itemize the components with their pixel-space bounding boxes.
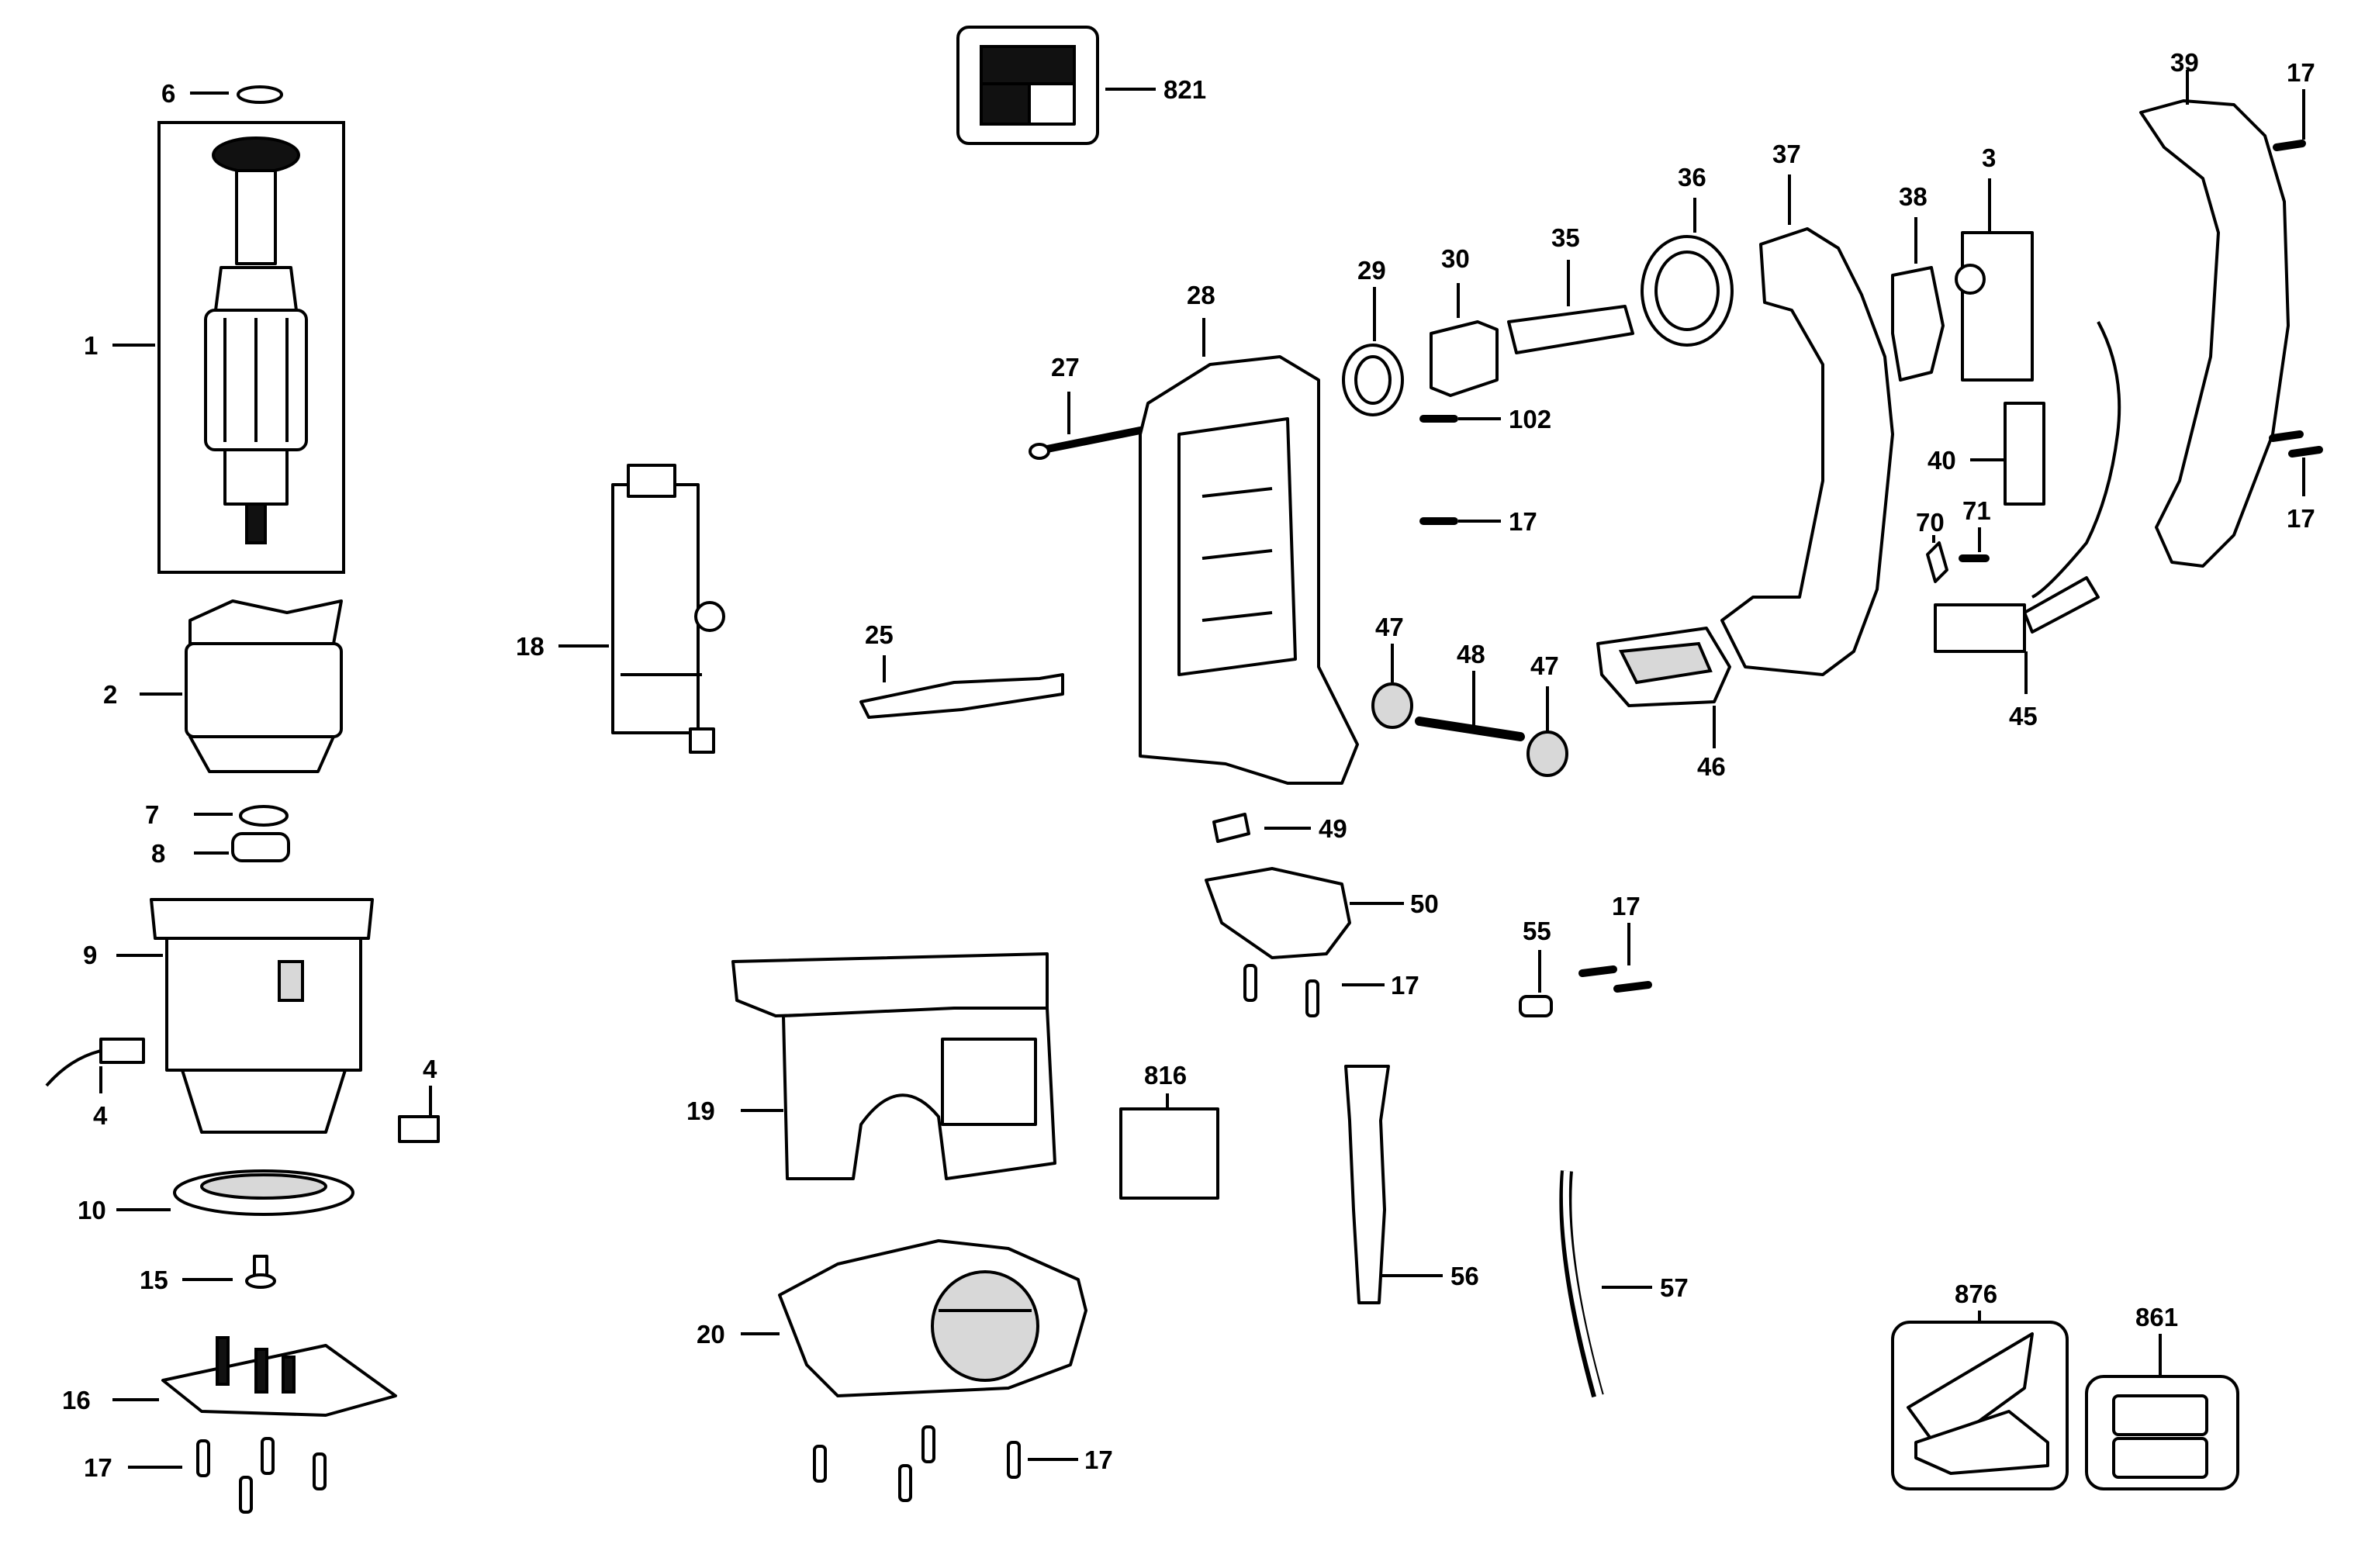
callout-29: 29 xyxy=(1357,256,1386,285)
part-10-fan-baffle xyxy=(116,1169,354,1216)
callout-17-top-right: 17 xyxy=(2287,58,2315,87)
callout-39: 39 xyxy=(2170,48,2199,77)
callout-19: 19 xyxy=(686,1097,715,1125)
callout-816: 816 xyxy=(1144,1061,1187,1090)
part-17-screws-right xyxy=(2269,89,2323,496)
part-4-brush-right xyxy=(398,1086,440,1143)
part-876-kit xyxy=(1891,1311,2069,1490)
callout-70: 70 xyxy=(1916,508,1945,537)
callout-17-mid: 17 xyxy=(1509,507,1537,536)
part-7-bearing xyxy=(194,805,289,827)
part-30-sleeve xyxy=(1430,283,1499,397)
part-47-damper-left xyxy=(1371,644,1413,729)
callout-55: 55 xyxy=(1523,917,1551,945)
part-8-bearing-sleeve xyxy=(194,832,290,862)
callout-17-55: 17 xyxy=(1612,892,1641,920)
callout-876: 876 xyxy=(1955,1280,1997,1308)
part-3-switch xyxy=(1955,178,2034,382)
callout-7: 7 xyxy=(145,800,159,829)
part-36-bellows xyxy=(1641,198,1734,347)
callout-36: 36 xyxy=(1678,163,1706,192)
callout-71: 71 xyxy=(1962,496,1991,525)
callout-1: 1 xyxy=(84,331,98,360)
part-15-screw xyxy=(182,1255,276,1289)
callout-16: 16 xyxy=(62,1386,91,1414)
part-861-case xyxy=(2085,1334,2239,1490)
callout-4-left: 4 xyxy=(93,1101,108,1130)
callout-49: 49 xyxy=(1319,814,1347,843)
callout-50: 50 xyxy=(1410,889,1439,918)
callout-37: 37 xyxy=(1772,140,1801,168)
part-2-field xyxy=(140,599,343,773)
callout-8: 8 xyxy=(151,839,165,868)
callout-47-left: 47 xyxy=(1375,613,1404,641)
part-18-switch-assembly xyxy=(558,464,725,754)
callout-6: 6 xyxy=(161,79,175,108)
part-39-rear-handle-cover xyxy=(2139,70,2290,568)
callout-4-right: 4 xyxy=(423,1055,437,1083)
callout-35: 35 xyxy=(1551,223,1580,252)
callout-27: 27 xyxy=(1051,353,1080,382)
part-56-cord-protector xyxy=(1344,1065,1443,1304)
part-821-label-plate xyxy=(956,26,1156,145)
part-57-power-cord xyxy=(1559,1170,1652,1398)
callout-20: 20 xyxy=(697,1320,725,1349)
callout-821: 821 xyxy=(1163,75,1206,104)
part-70-clip xyxy=(1926,535,1948,583)
callout-46: 46 xyxy=(1697,752,1726,781)
part-38-trigger xyxy=(1891,217,1945,382)
part-17-screws-55 xyxy=(1578,923,1652,993)
part-49-clip xyxy=(1212,813,1311,843)
part-45-cord-assembly xyxy=(1934,321,2121,694)
part-50-cover xyxy=(1205,867,1404,959)
callout-48: 48 xyxy=(1457,640,1485,668)
callout-9: 9 xyxy=(83,941,97,969)
callout-56: 56 xyxy=(1450,1262,1479,1290)
part-17-screws-center xyxy=(813,1425,1078,1502)
callout-18: 18 xyxy=(516,632,545,661)
part-29-spring xyxy=(1342,287,1404,416)
callout-47-right: 47 xyxy=(1530,651,1559,680)
part-27-bolt xyxy=(1029,392,1144,460)
callout-17-right: 17 xyxy=(2287,504,2315,533)
part-71-screw xyxy=(1959,527,1990,562)
callout-17-center: 17 xyxy=(1084,1445,1113,1474)
part-16-end-cap xyxy=(112,1336,397,1417)
part-20-bottom-cover xyxy=(741,1239,1087,1397)
part-37-rear-handle-housing xyxy=(1720,174,1894,676)
callout-45: 45 xyxy=(2009,702,2038,730)
callout-labels: 6 1 2 7 8 9 4 4 10 15 16 17 18 19 20 17 … xyxy=(62,48,2315,1482)
part-35-piston-tube xyxy=(1507,260,1634,354)
callout-25: 25 xyxy=(865,620,894,649)
part-17-screws-50 xyxy=(1243,964,1385,1017)
callout-3: 3 xyxy=(1982,143,1996,172)
callout-17-50: 17 xyxy=(1391,971,1419,1000)
part-46-seal xyxy=(1596,627,1731,748)
part-1-armature xyxy=(112,121,345,574)
callout-57: 57 xyxy=(1660,1273,1689,1302)
callout-861: 861 xyxy=(2135,1303,2178,1331)
callout-28: 28 xyxy=(1187,281,1215,309)
part-19-motor-cover xyxy=(731,952,1056,1180)
callout-10: 10 xyxy=(78,1196,106,1224)
callout-38: 38 xyxy=(1899,182,1928,211)
part-9-motor-housing xyxy=(116,898,374,1134)
callout-30: 30 xyxy=(1441,244,1470,273)
part-17-screws-left xyxy=(128,1437,327,1514)
part-28-gear-housing xyxy=(1139,318,1359,785)
part-40-switch-module xyxy=(1970,402,2045,506)
part-47-damper-right xyxy=(1526,686,1568,777)
part-816-label xyxy=(1119,1093,1219,1200)
part-6-retaining-ring xyxy=(190,85,283,104)
part-55-nut xyxy=(1519,950,1553,1017)
part-4-brush-left xyxy=(45,1038,145,1093)
callout-102: 102 xyxy=(1509,405,1551,433)
callout-15: 15 xyxy=(140,1266,168,1294)
callout-40: 40 xyxy=(1928,446,1956,475)
part-48-pin xyxy=(1415,671,1525,741)
callout-17-left: 17 xyxy=(84,1453,112,1482)
callout-2: 2 xyxy=(103,680,117,709)
part-25-bracket xyxy=(859,655,1064,719)
